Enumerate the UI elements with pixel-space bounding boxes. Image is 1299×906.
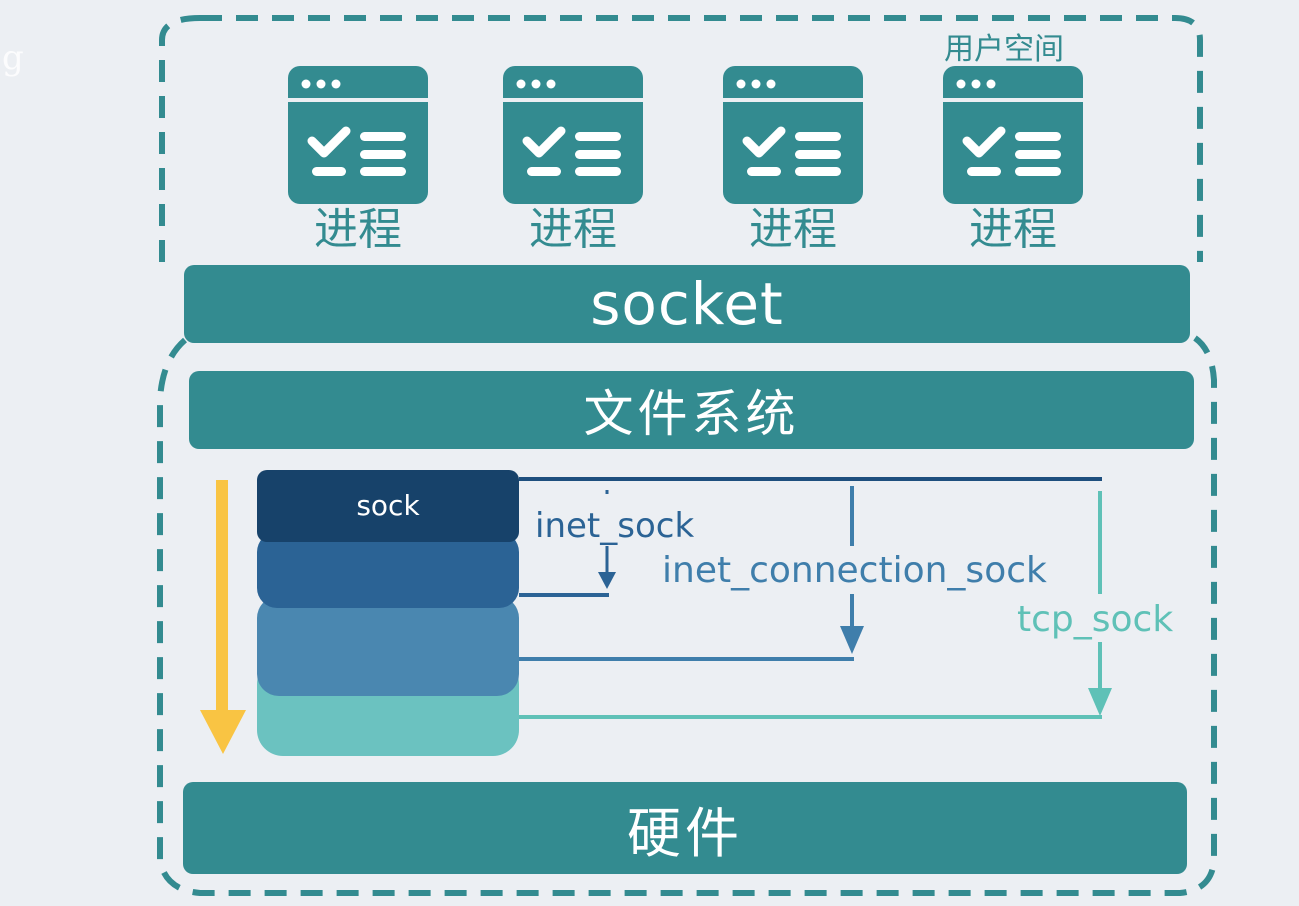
process-4[interactable]: 进程 (943, 66, 1083, 266)
process-label: 进程 (749, 204, 837, 255)
down-arrow-icon (200, 480, 246, 754)
inet-connection-sock-layer (257, 596, 519, 696)
process-1[interactable]: 进程 (288, 66, 428, 266)
filesystem-bar-label: 文件系统 (583, 385, 800, 443)
process-label: 进程 (529, 204, 617, 255)
process-2[interactable]: 进程 (503, 66, 643, 266)
inet-connection-sock-label: inet_connection_sock (660, 550, 1049, 591)
process-window-icon (288, 66, 428, 204)
process-3[interactable]: 进程 (723, 66, 863, 266)
user-space-boundary (159, 15, 1203, 262)
watermark: g (2, 38, 24, 78)
hardware-bar[interactable]: 硬件 (183, 782, 1187, 874)
socket-bar-label: socket (590, 270, 784, 338)
tcp-sock-label: tcp_sock (1015, 599, 1176, 640)
hardware-bar-label: 硬件 (627, 801, 743, 865)
inet-sock-label: inet_sock (533, 506, 697, 546)
filesystem-bar[interactable]: 文件系统 (189, 371, 1194, 449)
process-label: 进程 (314, 204, 402, 255)
watermark-text: g (2, 38, 24, 78)
socket-bar[interactable]: socket (184, 265, 1190, 343)
process-label: 进程 (969, 204, 1057, 255)
process-window-icon (723, 66, 863, 204)
process-window-icon (503, 66, 643, 204)
inet-sock-layer (257, 532, 519, 608)
sock-layer (257, 470, 519, 542)
user-space-label: 用户空间 (944, 32, 1064, 67)
process-window-icon (943, 66, 1083, 204)
kernel-space-boundary (157, 335, 1217, 896)
sock-label: sock (356, 489, 420, 522)
